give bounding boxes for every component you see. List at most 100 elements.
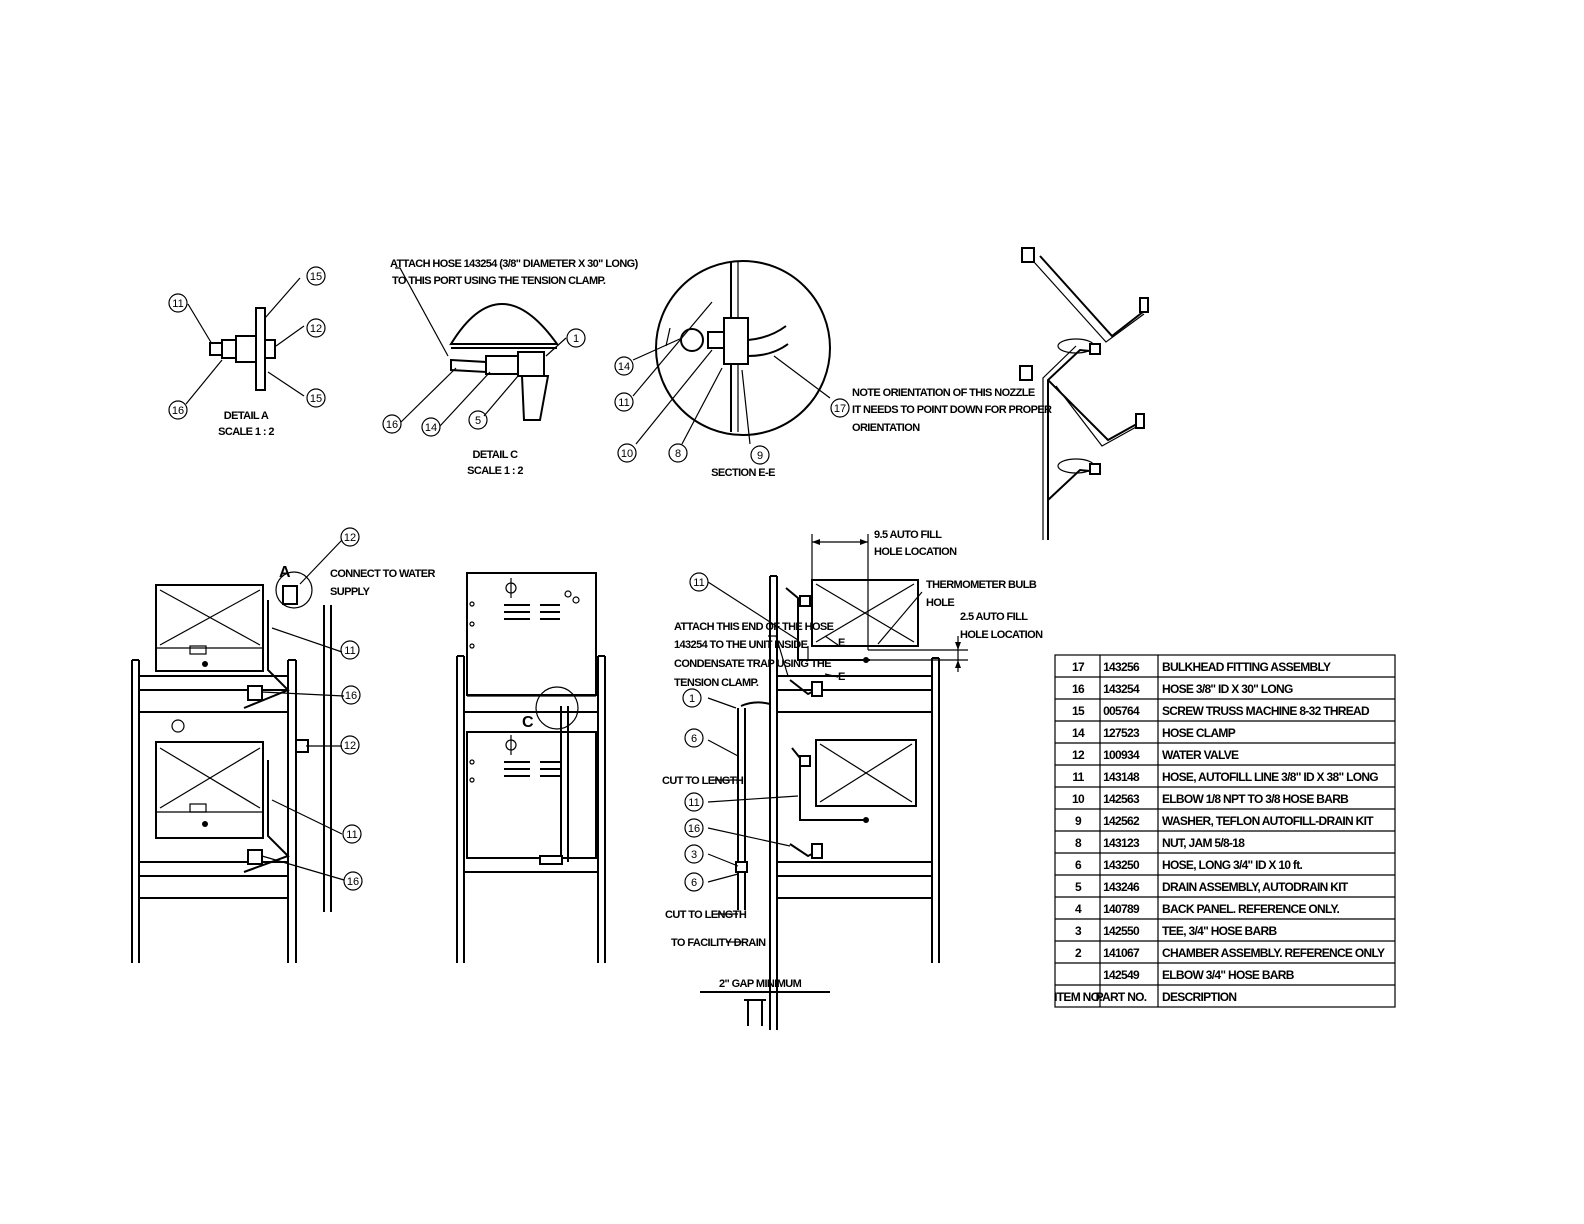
parts-table-item-cell: 9 [1075, 814, 1082, 828]
parts-table-description-cell: ELBOW 1/8 NPT TO 3/8 HOSE BARB [1162, 792, 1349, 806]
detail-a-balloon: 16 [168, 400, 188, 420]
dim-95-line-2: HOLE LOCATION [874, 546, 957, 558]
connect-water-line-2: SUPPLY [330, 586, 371, 598]
section-e-balloon: 14 [614, 356, 634, 376]
parts-table-item-cell: 16 [1072, 682, 1085, 696]
parts-table-part-cell: 143123 [1103, 836, 1140, 850]
detail-c: ATTACH HOSE 143254 (3/8" DIAMETER X 30" … [382, 258, 639, 477]
parts-table-item-cell: ITEM NO. [1054, 990, 1102, 1004]
dim-25-line-1: 2.5 AUTO FILL [960, 611, 1028, 623]
drain-view: E E 9.5 AUTO FILL HOLE LOCATION 2.5 AUTO… [662, 529, 1044, 1030]
svg-text:11: 11 [688, 797, 699, 809]
gap-minimum-label: 2" GAP MINIMUM [719, 978, 802, 990]
parts-table-part-cell: 142562 [1103, 814, 1140, 828]
side-view-balloon: 11 [342, 824, 362, 844]
svg-text:17: 17 [834, 403, 846, 415]
svg-text:12: 12 [344, 532, 356, 544]
side-view-balloon: 11 [340, 640, 360, 660]
parts-table-description-cell: WATER VALVE [1162, 748, 1239, 762]
svg-text:11: 11 [344, 645, 355, 657]
parts-table-description-cell: HOSE 3/8" ID X 30" LONG [1162, 682, 1293, 696]
svg-text:6: 6 [691, 877, 697, 889]
drain-view-balloon: 3 [684, 844, 704, 864]
attach-note-line-1: ATTACH THIS END OF THE HOSE [674, 621, 834, 633]
nozzle-note-line-2: IT NEEDS TO POINT DOWN FOR PROPER [852, 404, 1052, 416]
svg-text:16: 16 [172, 405, 184, 417]
dim-95-line-1: 9.5 AUTO FILL [874, 529, 942, 541]
svg-text:12: 12 [310, 323, 322, 335]
detail-a: 11 15 12 15 16 DETAIL A SCALE 1 : 2 [168, 266, 326, 438]
svg-text:16: 16 [688, 823, 700, 835]
dim-25-line-2: HOLE LOCATION [960, 629, 1043, 641]
parts-table-item-cell: 6 [1075, 858, 1082, 872]
parts-table-part-cell: 100934 [1103, 748, 1140, 762]
parts-table-row: 2 141067 CHAMBER ASSEMBLY. REFERENCE ONLY [1055, 940, 1395, 960]
svg-text:8: 8 [675, 448, 681, 460]
svg-text:11: 11 [172, 298, 183, 310]
detail-a-scale: SCALE 1 : 2 [218, 426, 274, 438]
attach-note-line-2: 143254 TO THE UNIT INSIDE [674, 639, 808, 651]
parts-table-part-cell: 143246 [1103, 880, 1140, 894]
parts-table-header: ITEM NO.PART NO. DESCRIPTION [1054, 984, 1395, 1004]
side-view-balloon: 12 [340, 527, 360, 547]
thermometer-line-1: THERMOMETER BULB [926, 579, 1037, 591]
parts-table-part-cell: 141067 [1103, 946, 1140, 960]
section-e-balloon: 11 [614, 392, 634, 412]
parts-table-item-cell: 4 [1075, 902, 1082, 916]
svg-text:14: 14 [618, 361, 630, 373]
svg-text:9: 9 [757, 450, 763, 462]
attach-note-line-3: CONDENSATE TRAP USING THE [674, 658, 831, 670]
side-view-balloon: 12 [340, 735, 360, 755]
svg-text:1: 1 [573, 333, 579, 345]
svg-text:11: 11 [618, 397, 629, 409]
drain-view-balloon: 6 [684, 872, 704, 892]
detail-a-balloon: 12 [306, 318, 326, 338]
detail-c-note-line-2: TO THIS PORT USING THE TENSION CLAMP. [392, 275, 606, 287]
parts-table-item-cell: 5 [1075, 880, 1082, 894]
section-e-title: SECTION E-E [711, 467, 775, 479]
parts-table-description-cell: BACK PANEL. REFERENCE ONLY. [1162, 902, 1339, 916]
parts-table-item-cell: 17 [1072, 660, 1085, 674]
parts-table-item-cell: 8 [1075, 836, 1082, 850]
parts-table-item-cell: 14 [1072, 726, 1085, 740]
parts-table-description-cell: ELBOW 3/4" HOSE BARB [1162, 968, 1295, 982]
svg-text:16: 16 [345, 690, 357, 702]
detail-a-balloon: 15 [306, 266, 326, 286]
cut-to-length-label: CUT TO LENGTH [665, 909, 747, 921]
detail-c-title: DETAIL C [473, 449, 519, 461]
detail-a-marker: A [279, 564, 291, 581]
parts-table-description-cell: SCREW TRUSS MACHINE 8-32 THREAD [1162, 704, 1370, 718]
section-e-marker: E [838, 671, 845, 683]
thermometer-line-2: HOLE [926, 597, 954, 609]
parts-table-part-cell: 142550 [1103, 924, 1140, 938]
parts-table-row: 3 142550 TEE, 3/4" HOSE BARB [1055, 918, 1395, 938]
attach-note-line-4: TENSION CLAMP. [674, 677, 759, 689]
parts-table-description-cell: TEE, 3/4" HOSE BARB [1162, 924, 1277, 938]
parts-table-item-cell: 11 [1072, 770, 1084, 784]
detail-c-note-line-1: ATTACH HOSE 143254 (3/8" DIAMETER X 30" … [390, 258, 639, 270]
svg-text:6: 6 [691, 733, 697, 745]
parts-table-description-cell: DESCRIPTION [1162, 990, 1236, 1004]
parts-table-description-cell: CHAMBER ASSEMBLY. REFERENCE ONLY [1162, 946, 1385, 960]
svg-text:14: 14 [425, 422, 437, 434]
svg-text:3: 3 [691, 849, 697, 861]
drain-view-balloon: 16 [684, 818, 704, 838]
parts-table-part-cell: 143256 [1103, 660, 1140, 674]
parts-table-item-cell: 2 [1075, 946, 1082, 960]
detail-c-balloon: 16 [382, 414, 402, 434]
drain-view-balloon: 11 [689, 572, 709, 592]
parts-table-item-cell: 3 [1075, 924, 1082, 938]
hose-assembly-isometric [1019, 247, 1149, 540]
section-e-balloon: 9 [750, 445, 770, 465]
parts-table-description-cell: HOSE, LONG 3/4" ID X 10 ft. [1162, 858, 1303, 872]
svg-text:1: 1 [689, 693, 695, 705]
detail-a-balloon: 15 [306, 388, 326, 408]
parts-table-part-cell: PART NO. [1096, 990, 1147, 1004]
